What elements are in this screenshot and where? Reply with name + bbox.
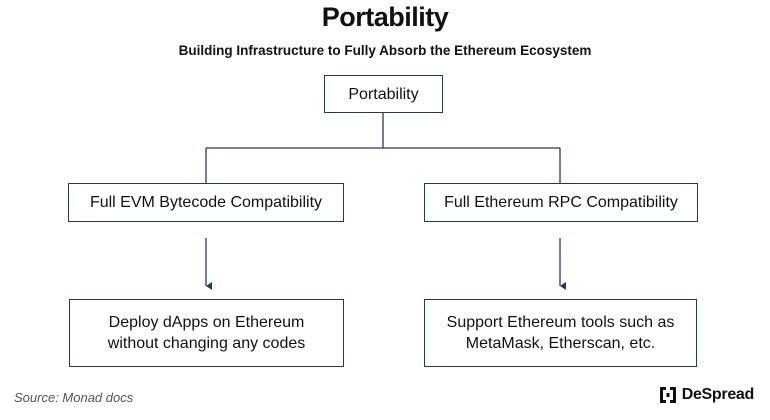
branch-node-ethereum-rpc: Full Ethereum RPC Compatibility <box>424 183 698 222</box>
detail-line: Deploy dApps on Ethereum <box>108 314 305 331</box>
brand-mark: DeSpread <box>659 386 754 404</box>
detail-line: without changing any codes <box>107 335 306 352</box>
root-node-label: Portability <box>348 85 419 103</box>
branch-node-label: Full Ethereum RPC Compatibility <box>444 194 678 211</box>
branch-node-label: Full EVM Bytecode Compatibility <box>89 194 323 211</box>
page-subtitle: Building Infrastructure to Fully Absorb … <box>178 43 592 58</box>
brand-name: DeSpread <box>681 386 755 403</box>
despread-logo-icon <box>659 387 676 403</box>
detail-node-ethereum-tools: Support Ethereum tools such as MetaMask,… <box>424 299 697 367</box>
page-title: Portability <box>321 2 449 32</box>
detail-line: Support Ethereum tools such as <box>446 314 675 331</box>
source-caption: Source: Monad docs <box>14 390 134 405</box>
detail-line: MetaMask, Etherscan, etc. <box>465 335 656 352</box>
root-node: Portability <box>324 75 443 113</box>
branch-node-evm-bytecode: Full EVM Bytecode Compatibility <box>68 183 344 222</box>
detail-node-deploy-dapps: Deploy dApps on Ethereum without changin… <box>69 299 344 367</box>
